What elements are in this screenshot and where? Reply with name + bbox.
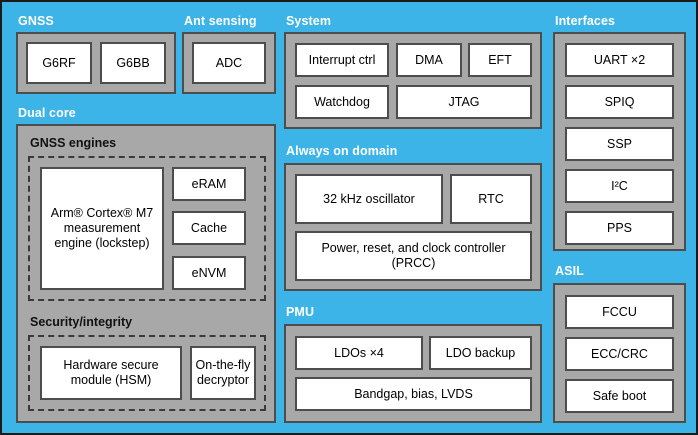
- block-eram[interactable]: eRAM: [172, 167, 246, 201]
- block-eft[interactable]: EFT: [468, 43, 532, 77]
- block-i2c[interactable]: I²C: [565, 169, 674, 203]
- block-cache[interactable]: Cache: [172, 211, 246, 245]
- block-interrupt-ctrl[interactable]: Interrupt ctrl: [295, 43, 389, 77]
- group-label-gnss-engines: GNSS engines: [30, 136, 117, 150]
- panel-ant-sensing: ADC: [182, 32, 276, 94]
- block-bandgap-bias-lvds[interactable]: Bandgap, bias, LVDS: [295, 377, 532, 411]
- group-label-security-integrity: Security/integrity: [30, 315, 133, 329]
- block-ssp[interactable]: SSP: [565, 127, 674, 161]
- section-label-always-on-domain: Always on domain: [286, 144, 398, 158]
- block-rtc[interactable]: RTC: [450, 174, 532, 224]
- section-label-gnss: GNSS: [18, 14, 54, 28]
- block-cortex-m7-measurement-engine[interactable]: Arm® Cortex® M7 measurement engine (lock…: [40, 167, 164, 290]
- block-fccu[interactable]: FCCU: [565, 295, 674, 329]
- section-label-pmu: PMU: [286, 305, 315, 319]
- panel-dual-core: GNSS engines Arm® Cortex® M7 measurement…: [16, 124, 276, 423]
- block-cortex-m7-label: Arm® Cortex® M7 measurement engine (lock…: [50, 206, 154, 250]
- block-pps[interactable]: PPS: [565, 211, 674, 245]
- block-ldos-x4[interactable]: LDOs ×4: [295, 336, 423, 370]
- panel-interfaces: UART ×2 SPIQ SSP I²C PPS: [553, 32, 686, 251]
- block-hardware-secure-module[interactable]: Hardware secure module (HSM): [40, 346, 182, 400]
- block-spiq[interactable]: SPIQ: [565, 85, 674, 119]
- block-safe-boot[interactable]: Safe boot: [565, 379, 674, 413]
- block-watchdog[interactable]: Watchdog: [295, 85, 389, 119]
- section-label-system: System: [286, 14, 332, 28]
- panel-gnss: G6RF G6BB: [16, 32, 176, 94]
- section-label-interfaces: Interfaces: [555, 14, 616, 28]
- block-32khz-oscillator[interactable]: 32 kHz oscillator: [295, 174, 443, 224]
- block-envm[interactable]: eNVM: [172, 256, 246, 290]
- block-uart-x2[interactable]: UART ×2: [565, 43, 674, 77]
- block-prcc[interactable]: Power, reset, and clock controller (PRCC…: [295, 231, 532, 281]
- block-g6rf[interactable]: G6RF: [26, 42, 92, 84]
- block-ldo-backup[interactable]: LDO backup: [429, 336, 532, 370]
- section-label-ant-sensing: Ant sensing: [184, 14, 257, 28]
- panel-pmu: LDOs ×4 LDO backup Bandgap, bias, LVDS: [284, 324, 542, 423]
- block-g6bb[interactable]: G6BB: [100, 42, 166, 84]
- block-jtag[interactable]: JTAG: [396, 85, 532, 119]
- block-ecc-crc[interactable]: ECC/CRC: [565, 337, 674, 371]
- panel-asil: FCCU ECC/CRC Safe boot: [553, 283, 686, 423]
- block-dma[interactable]: DMA: [396, 43, 462, 77]
- panel-always-on-domain: 32 kHz oscillator RTC Power, reset, and …: [284, 163, 542, 291]
- panel-system: Interrupt ctrl DMA EFT Watchdog JTAG: [284, 32, 542, 129]
- block-on-the-fly-decryptor[interactable]: On-the-fly decryptor: [190, 346, 256, 400]
- section-label-asil: ASIL: [555, 264, 584, 278]
- section-label-dual-core: Dual core: [18, 106, 76, 120]
- block-adc[interactable]: ADC: [192, 42, 266, 84]
